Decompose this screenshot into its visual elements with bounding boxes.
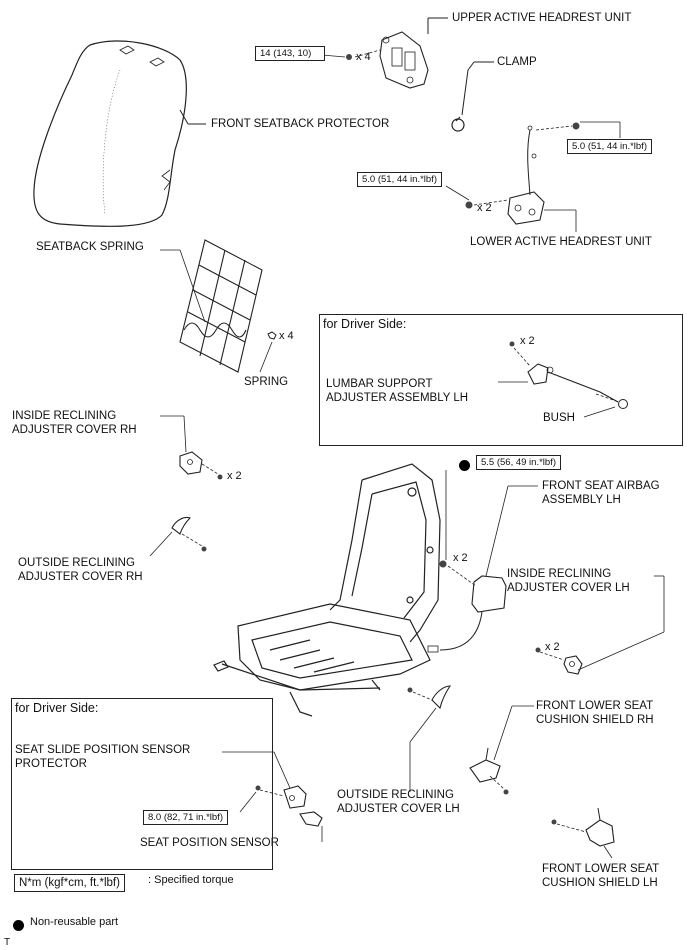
label-front-seat-airbag-line2: ASSEMBLY LH xyxy=(542,494,621,506)
label-inside-recl-rh-line1: INSIDE RECLINING xyxy=(12,410,117,422)
corner-mark: T xyxy=(4,937,11,948)
seat-sensor-drawing xyxy=(283,785,323,827)
inside-recl-cover-rh-drawing xyxy=(179,451,203,475)
label-front-lower-rh-line2: CUSHION SHIELD RH xyxy=(536,714,654,726)
label-inside-recl-lh-line1: INSIDE RECLINING xyxy=(507,568,612,580)
qty-lower-headrest: x 2 xyxy=(477,202,492,214)
label-inside-recl-rh-line2: ADJUSTER COVER RH xyxy=(12,424,137,436)
label-front-lower-lh-line2: CUSHION SHIELD LH xyxy=(542,877,658,889)
torque-airbag: 5.5 (56, 49 in.*lbf) xyxy=(476,455,561,470)
label-seat-slide-line2: PROTECTOR xyxy=(15,758,87,770)
label-clamp: CLAMP xyxy=(497,56,537,68)
qty-inside-recl-rh: x 2 xyxy=(227,470,242,482)
label-lumbar-support-line2: ADJUSTER ASSEMBLY LH xyxy=(326,392,469,404)
torque-sensor: 8.0 (82, 71 in.*lbf) xyxy=(143,810,228,825)
label-outside-recl-lh-line2: ADJUSTER COVER LH xyxy=(337,803,460,815)
legend-torque-desc: : Specified torque xyxy=(148,874,234,886)
qty-lumbar: x 2 xyxy=(520,335,535,347)
legend-nonreusable-dot xyxy=(13,920,24,931)
lumbar-support-drawing xyxy=(527,363,619,403)
label-bush: BUSH xyxy=(543,412,575,424)
front-lower-shield-rh-drawing xyxy=(469,747,501,783)
inside-recl-cover-lh-drawing xyxy=(563,655,583,675)
qty-upper-headrest: x 4 xyxy=(356,51,371,63)
label-front-seatback-protector: FRONT SEATBACK PROTECTOR xyxy=(211,118,390,130)
qty-inside-recl-lh: x 2 xyxy=(545,641,560,653)
label-seat-position-sensor: SEAT POSITION SENSOR xyxy=(140,837,279,849)
label-front-seat-airbag-line1: FRONT SEAT AIRBAG xyxy=(542,480,660,492)
torque-lower-headrest-left: 5.0 (51, 44 in.*lbf) xyxy=(357,172,442,187)
label-lower-active-headrest-unit: LOWER ACTIVE HEADREST UNIT xyxy=(470,236,652,248)
front-lower-shield-lh-drawing xyxy=(585,807,615,847)
torque-upper-headrest: 14 (143, 10) xyxy=(255,46,325,61)
legend-torque-unit: N*m (kgf*cm, ft.*lbf) xyxy=(14,874,125,892)
label-outside-recl-rh-line2: ADJUSTER COVER RH xyxy=(18,571,143,583)
label-front-lower-lh-line1: FRONT LOWER SEAT xyxy=(542,863,660,875)
label-inside-recl-lh-line2: ADJUSTER COVER LH xyxy=(507,582,630,594)
driver-side-title-lower: for Driver Side: xyxy=(15,701,99,715)
seatback-spring-drawing xyxy=(179,239,263,373)
upper-active-headrest-unit-drawing xyxy=(379,31,429,89)
label-front-lower-rh-line1: FRONT LOWER SEAT xyxy=(536,700,654,712)
label-upper-active-headrest-unit: UPPER ACTIVE HEADREST UNIT xyxy=(452,12,632,24)
label-outside-recl-rh-line1: OUTSIDE RECLINING xyxy=(18,557,135,569)
lower-active-headrest-unit-drawing xyxy=(507,125,545,225)
label-outside-recl-lh-line1: OUTSIDE RECLINING xyxy=(337,789,454,801)
outside-recl-cover-lh-drawing xyxy=(431,685,452,710)
clamp-drawing xyxy=(451,116,465,132)
driver-side-title-upper: for Driver Side: xyxy=(323,317,407,331)
front-seatback-protector-drawing xyxy=(33,40,187,227)
label-spring: SPRING xyxy=(244,376,289,388)
legend-nonreusable-text: Non-reusable part xyxy=(30,916,119,928)
outside-recl-cover-rh-drawing xyxy=(171,516,192,535)
seat-frame-drawing xyxy=(213,463,441,717)
label-lumbar-support-line1: LUMBAR SUPPORT xyxy=(326,378,433,390)
driver-side-box-lumbar xyxy=(319,314,683,446)
qty-spring: x 4 xyxy=(279,330,294,342)
qty-airbag: x 2 xyxy=(453,552,468,564)
front-seat-airbag-drawing xyxy=(427,575,507,653)
spring-drawing xyxy=(267,331,277,340)
nonreusable-marker xyxy=(459,460,470,471)
torque-lower-headrest-right: 5.0 (51, 44 in.*lbf) xyxy=(567,139,652,154)
driver-side-box-sensor xyxy=(11,698,273,870)
label-seatback-spring: SEATBACK SPRING xyxy=(36,241,144,253)
label-seat-slide-line1: SEAT SLIDE POSITION SENSOR xyxy=(15,744,191,756)
